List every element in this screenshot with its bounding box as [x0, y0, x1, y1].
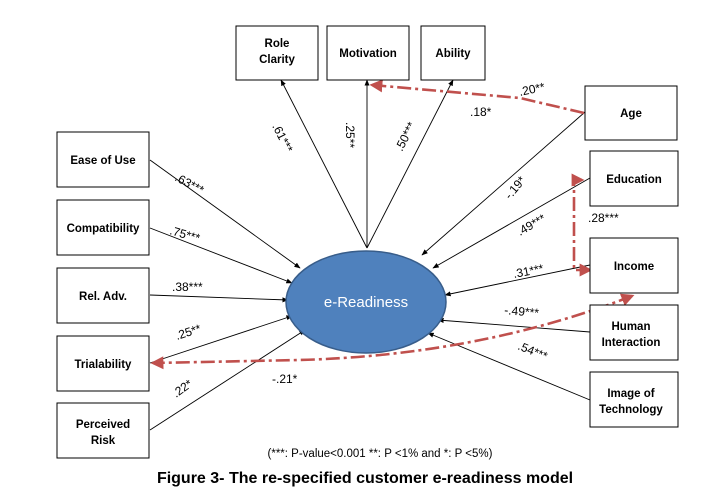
coef-education: .49*** — [515, 211, 549, 239]
box-label: Ease of Use — [70, 155, 135, 167]
box-label: Rel. Adv. — [79, 291, 127, 303]
box-age: Age — [584, 85, 678, 141]
coef-image-of-technology: .54*** — [516, 339, 550, 364]
coef-human-interaction: -.49*** — [504, 303, 540, 320]
box-label: Ability — [435, 48, 471, 60]
box-label: Human — [612, 321, 651, 333]
box-label: Perceived — [76, 419, 130, 431]
coef-age: -.19* — [502, 173, 529, 202]
path-income — [444, 264, 591, 297]
dashed-arrow-income-to-trialability — [150, 293, 635, 370]
coef-compatibility: .75*** — [168, 223, 202, 245]
path-role-clarity — [280, 79, 368, 249]
coef-education-to-income: .28*** — [588, 211, 619, 225]
path-ease-of-use — [149, 159, 301, 269]
box-image-of-technology: Image of Technology — [589, 371, 679, 428]
coef-perceived-risk: .22* — [170, 376, 196, 400]
e-readiness-ellipse — [285, 250, 447, 354]
box-ease-of-use: Ease of Use — [56, 131, 150, 188]
box-label: Compatibility — [67, 223, 140, 235]
box-label: Interaction — [602, 337, 661, 349]
coef-age-to-ability: .18* — [470, 105, 492, 119]
path-human-interaction — [437, 317, 591, 333]
path-rel-adv — [149, 294, 289, 303]
coef-ease-of-use: .63*** — [173, 170, 207, 197]
coef-motivation: .25** — [343, 122, 357, 148]
box-label: Risk — [91, 435, 116, 447]
coef-age-to-motivation: .20** — [518, 80, 547, 99]
e-readiness-label: e-Readiness — [324, 294, 408, 311]
box-motivation: Motivation — [326, 25, 410, 81]
dashed-arrow-education-to-income — [571, 173, 593, 277]
box-label: Age — [620, 108, 642, 120]
box-trialability: Trialability — [56, 335, 150, 392]
box-compatibility: Compatibility — [56, 199, 150, 256]
box-label: Image of — [607, 388, 654, 400]
box-label: Motivation — [339, 48, 397, 60]
path-age — [421, 111, 586, 256]
coef-rel-adv: .38*** — [172, 280, 203, 294]
box-label: Income — [614, 261, 654, 273]
box-label: Clarity — [259, 54, 295, 66]
coef-income-to-trialability: -.21* — [272, 372, 298, 386]
coef-ability: .50*** — [392, 119, 419, 153]
box-label: Trialability — [75, 359, 132, 371]
box-label: Role — [265, 38, 290, 50]
box-human-interaction: Human Interaction — [589, 304, 679, 361]
coef-role-clarity: .61*** — [269, 121, 296, 155]
path-ability — [366, 79, 454, 249]
box-education: Education — [589, 150, 679, 207]
significance-note: (***: P-value<0.001 **: P <1% and *: P <… — [268, 448, 493, 460]
path-trialability — [149, 315, 293, 364]
box-ability: Ability — [420, 25, 486, 81]
path-education — [432, 177, 591, 269]
box-rel-adv: Rel. Adv. — [56, 267, 150, 324]
coef-trialability: .25** — [174, 321, 203, 342]
box-label: Education — [606, 174, 662, 186]
box-role-clarity: Role Clarity — [235, 25, 319, 81]
e-readiness-node: e-Readiness — [285, 250, 447, 354]
box-label: Technology — [599, 404, 663, 416]
path-image-of-technology — [427, 332, 591, 401]
coef-income: .31*** — [512, 261, 545, 281]
box-income: Income — [589, 237, 679, 294]
path-compatibility — [149, 227, 293, 284]
box-perceived-risk: Perceived Risk — [56, 402, 150, 459]
figure-caption: Figure 3- The re-specified customer e-re… — [157, 470, 573, 487]
dashed-arrows — [150, 79, 635, 370]
